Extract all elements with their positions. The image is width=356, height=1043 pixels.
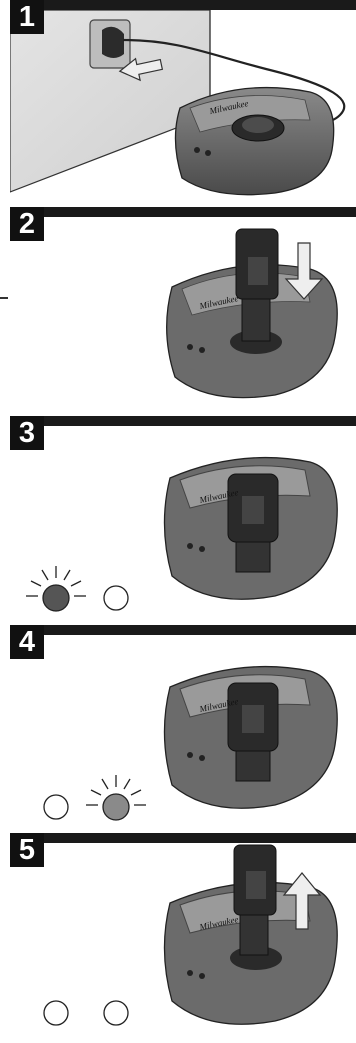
step-2-number: 2 (10, 207, 44, 241)
step-5-panel: Milwaukee 5 (10, 833, 356, 1043)
step-3-illustration: Milwaukee (10, 416, 356, 622)
margin-tick (0, 297, 8, 299)
step-5-bar (10, 833, 356, 843)
step-2-illustration: Milwaukee (10, 207, 356, 415)
step-3-bar (10, 416, 356, 426)
step-4-number: 4 (10, 625, 44, 659)
step-4-illustration: Milwaukee (10, 625, 356, 831)
step-1-bar (10, 0, 356, 10)
step-5-number: 5 (10, 833, 44, 867)
step-1-panel: Milwaukee 1 (10, 0, 356, 205)
led-right-off (104, 1001, 128, 1025)
step-3-panel: Milwaukee 3 (10, 416, 356, 622)
step-2-bar (10, 207, 356, 217)
step-2-panel: Milwaukee 2 (10, 207, 356, 415)
step-1-number: 1 (10, 0, 44, 34)
step-5-illustration: Milwaukee (10, 833, 356, 1043)
led-left-off (44, 1001, 68, 1025)
step-1-illustration: Milwaukee (10, 0, 356, 205)
step-4-bar (10, 625, 356, 635)
led-right-off (104, 586, 128, 610)
step-3-number: 3 (10, 416, 44, 450)
charger (175, 88, 333, 195)
step-4-panel: Milwaukee 4 (10, 625, 356, 831)
led-left-off (44, 795, 68, 819)
